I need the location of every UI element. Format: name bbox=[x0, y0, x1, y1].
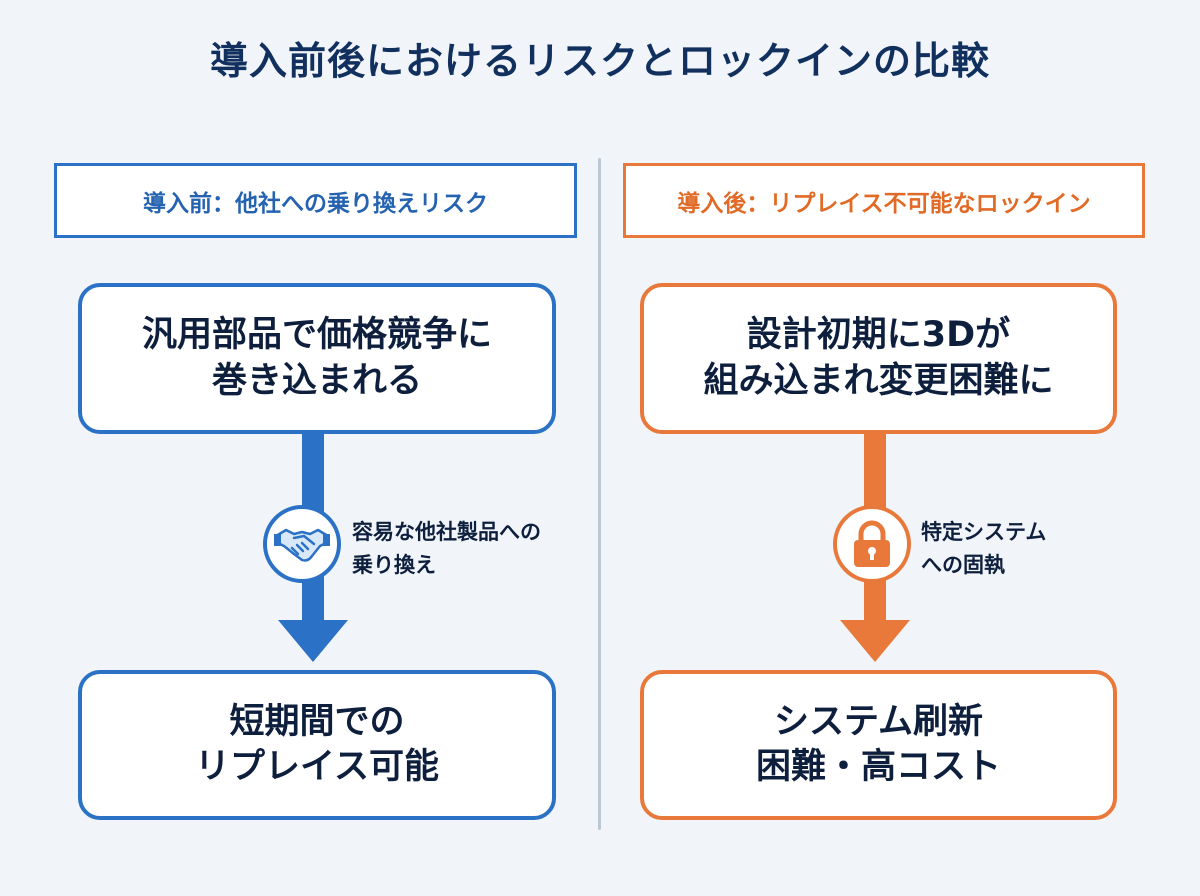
handshake-icon bbox=[263, 505, 341, 583]
before-annotation: 容易な他社製品への 乗り換え bbox=[352, 520, 541, 577]
after-annotation: 特定システム への固執 bbox=[921, 520, 1047, 577]
diagram-title: 導入前後におけるリスクとロックインの比較 bbox=[209, 39, 990, 83]
after-header: 導入後：リプレイス不可能なロックイン bbox=[623, 163, 1145, 238]
center-divider bbox=[598, 158, 601, 830]
before-bottom-box: 短期間での リプレイス可能 bbox=[78, 670, 556, 820]
lock-icon bbox=[833, 505, 911, 583]
after-top-box: 設計初期に3Dが 組み込まれ変更困難に bbox=[640, 283, 1117, 434]
before-header: 導入前：他社への乗り換えリスク bbox=[54, 163, 577, 238]
after-bottom-box: システム刷新 困難・高コスト bbox=[640, 670, 1117, 820]
before-top-box: 汎用部品で価格競争に 巻き込まれる bbox=[78, 283, 556, 434]
